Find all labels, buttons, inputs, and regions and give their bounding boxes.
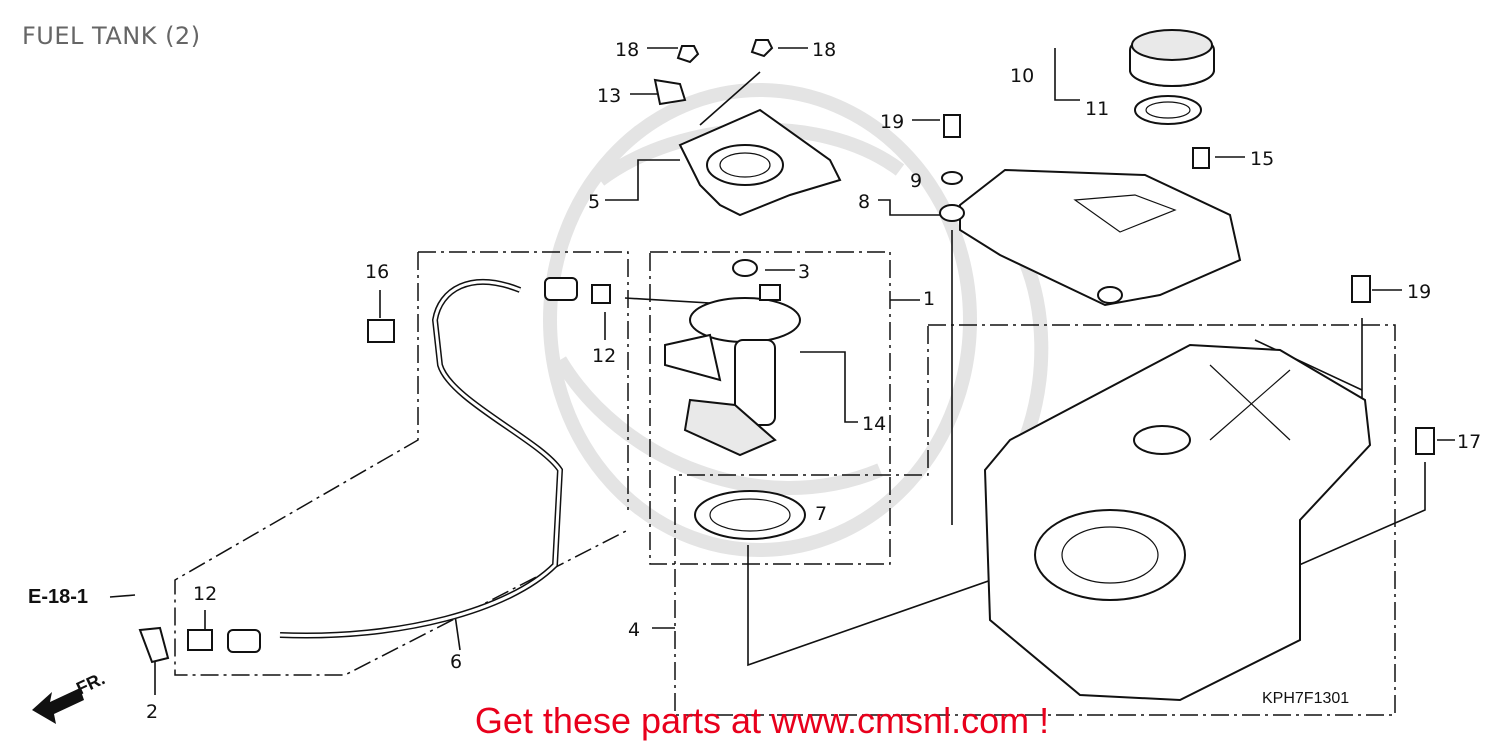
tank-top-cover [939,168,1242,307]
fuel-hose [227,277,578,653]
pump-seal-ring [694,490,806,540]
callout-18: 18 [615,39,639,61]
callout-19: 19 [880,111,904,133]
callout-16: 16 [365,261,389,283]
diagram-code: KPH7F1301 [1262,690,1350,707]
fuel-cap [1129,29,1215,87]
callout-2: 2 [146,701,158,723]
fuel-pump-unit [664,284,801,457]
cross-reference-label: E-18-1 [28,586,88,608]
promo-banner[interactable]: Get these parts at www.cmsnl.com ! [0,700,1500,742]
callout-18: 18 [812,39,836,61]
mounting-plate [678,108,842,217]
assembly-outlines [174,251,1396,716]
callout-10: 10 [1010,65,1034,87]
callout-11: 11 [1085,98,1109,120]
callout-15: 15 [1250,148,1274,170]
callout-14: 14 [862,413,886,435]
callout-1: 1 [923,288,935,310]
callout-13: 13 [597,85,621,107]
callout-17: 17 [1457,431,1481,453]
callout-8: 8 [858,191,870,213]
callout-5: 5 [588,191,600,213]
callout-7: 7 [815,503,827,525]
fuel-tank [983,343,1372,702]
promo-link-text[interactable]: Get these parts at www.cmsnl.com ! [474,700,1050,741]
fuel-cap-seal [1134,95,1202,125]
diagram-title: FUEL TANK (2) [22,22,201,50]
callout-12: 12 [193,583,217,605]
callout-6: 6 [450,651,462,673]
callout-4: 4 [628,619,640,641]
reference-pointer [109,594,136,598]
callout-numbers: 18 18 13 5 10 11 19 9 8 15 16 3 1 19 12 … [146,39,1481,723]
small-fasteners [138,39,1435,664]
callout-19: 19 [1407,281,1431,303]
callout-12: 12 [592,345,616,367]
callout-9: 9 [910,170,922,192]
leader-lines [154,47,1455,695]
callout-3: 3 [798,261,810,283]
